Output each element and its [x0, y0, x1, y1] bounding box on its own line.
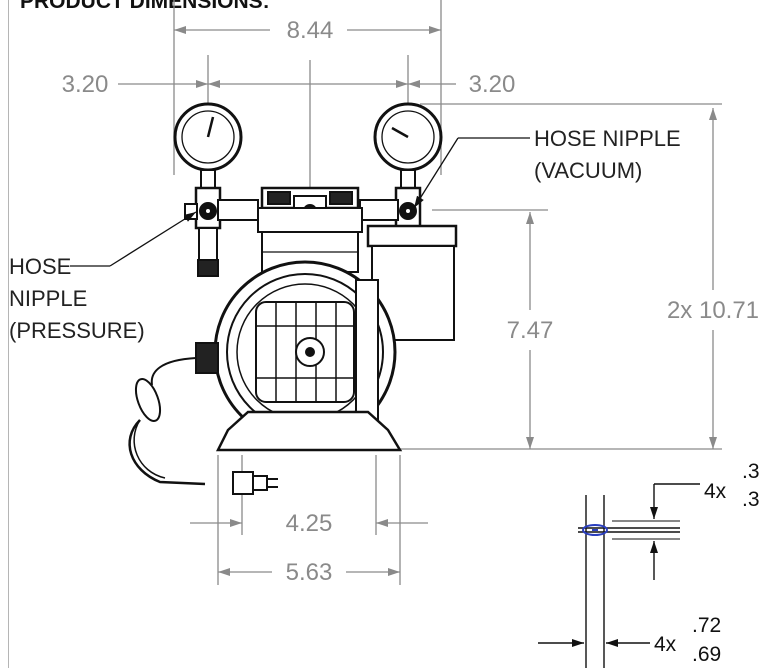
slot-width-upper: .72: [692, 614, 721, 637]
slot-height-upper: .3: [742, 460, 760, 483]
dimension-lines: [118, 0, 722, 585]
vacuum-pump-illustration: [128, 102, 458, 495]
slot-detail: [538, 483, 700, 668]
slot-height-lower: .3: [742, 488, 760, 511]
slot-width-qty: 4x: [654, 633, 677, 656]
dim-nipple-height: 7.47: [507, 317, 554, 344]
dim-gauge-left: 3.20: [62, 71, 109, 98]
page-title: PRODUCT DIMENSIONS:: [20, 0, 270, 13]
dim-overall-width: 8.44: [287, 17, 334, 44]
callout-vacuum-line2: (VACUUM): [534, 158, 642, 183]
dim-base-hole-spacing: 4.25: [286, 510, 333, 537]
dim-base-width: 5.63: [286, 559, 333, 586]
callout-pressure-line1: HOSE: [9, 254, 71, 279]
callout-leaders: [70, 137, 530, 267]
slot-height-qty: 4x: [704, 480, 727, 503]
callout-vacuum-line1: HOSE NIPPLE: [534, 126, 681, 151]
slot-width-lower: .69: [692, 643, 721, 666]
callout-pressure-line3: (PRESSURE): [9, 318, 145, 343]
dim-gauge-right: 3.20: [469, 71, 516, 98]
dim-overall-height: 2x 10.71: [667, 297, 759, 324]
page-frame-line: [8, 0, 9, 668]
callout-pressure-line2: NIPPLE: [9, 286, 87, 311]
